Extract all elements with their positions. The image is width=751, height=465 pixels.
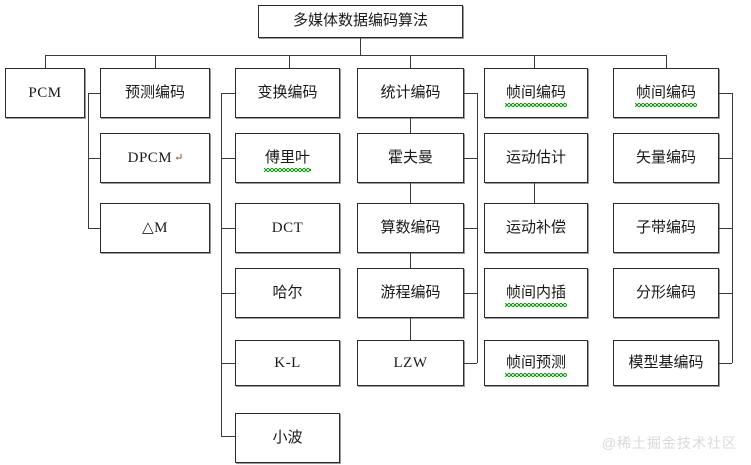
node-vector-coding-label: 矢量编码	[635, 149, 696, 166]
bracket-stub-predictive-1	[88, 93, 100, 94]
connector-stat-2-3	[410, 183, 411, 203]
bracket-transform-coding	[221, 93, 222, 436]
bracket-stub-transform-2	[221, 158, 235, 159]
node-kl: K-L	[235, 340, 340, 386]
node-run-length-coding-label: 游程编码	[380, 284, 441, 301]
node-lzw-label: LZW	[393, 354, 428, 371]
pilcrow-icon: ↵	[174, 151, 184, 164]
bracket-stub-b-3	[719, 228, 732, 229]
node-model-based-coding: 模型基编码	[613, 340, 719, 386]
node-dpcm-label: DPCM	[127, 149, 173, 166]
node-run-length-coding: 游程编码	[357, 268, 464, 318]
node-pcm: PCM	[5, 68, 85, 118]
node-pcm-label: PCM	[28, 84, 62, 101]
connector-drop-col2	[155, 55, 156, 68]
node-fourier-label: 傅里叶	[263, 149, 312, 172]
node-arithmetic-coding-label: 算数编码	[380, 219, 441, 236]
node-subband-coding: 子带编码	[613, 203, 719, 253]
node-root-label: 多媒体数据编码算法	[292, 13, 428, 29]
watermark: @稀土掘金技术社区	[601, 435, 737, 451]
node-delta-m: △M	[100, 203, 210, 253]
connector-top-bus	[45, 55, 666, 56]
connector-stat-3-4	[410, 253, 411, 268]
bracket-stub-stat-2	[464, 158, 477, 159]
connector-drop-col6	[666, 55, 667, 68]
bracket-stub-transform-6	[221, 436, 235, 437]
node-huffman: 霍夫曼	[357, 133, 464, 183]
node-motion-compensation: 运动补偿	[484, 203, 588, 253]
bracket-stub-transform-1	[221, 93, 235, 94]
node-statistical-coding-label: 统计编码	[380, 84, 441, 101]
connector-root-drop	[360, 38, 361, 55]
node-haar: 哈尔	[235, 268, 340, 318]
node-huffman-label: 霍夫曼	[387, 149, 433, 166]
node-lzw: LZW	[357, 340, 464, 386]
bracket-stub-b-1	[719, 93, 732, 94]
connector-motion-est-comp	[534, 183, 535, 203]
node-subband-coding-label: 子带编码	[635, 219, 696, 236]
node-predictive-coding-label: 预测编码	[124, 84, 185, 101]
bracket-stub-predictive-3	[88, 228, 100, 229]
bracket-stub-predictive-2	[88, 158, 100, 159]
node-dpcm: DPCM↵	[100, 133, 210, 183]
node-interframe-prediction: 帧间预测	[484, 340, 588, 386]
bracket-stub-stat-4	[464, 293, 477, 294]
node-dct: DCT	[235, 203, 340, 253]
node-statistical-coding: 统计编码	[357, 68, 464, 118]
node-motion-estimation: 运动估计	[484, 133, 588, 183]
connector-stat-1-2	[410, 118, 411, 133]
node-model-based-coding-label: 模型基编码	[628, 354, 704, 371]
connector-drop-col1	[45, 55, 46, 68]
node-fractal-coding-label: 分形编码	[635, 284, 696, 301]
node-fourier: 傅里叶	[235, 133, 340, 183]
node-vector-coding: 矢量编码	[613, 133, 719, 183]
node-kl-label: K-L	[274, 354, 301, 371]
node-frame-interpolation: 帧间内插	[484, 268, 588, 318]
node-interframe-coding-b: 帧间编码	[613, 68, 719, 118]
node-wavelet: 小波	[235, 413, 340, 463]
node-wavelet-label: 小波	[272, 429, 303, 446]
connector-drop-col4	[410, 55, 411, 68]
node-delta-m-label: △M	[142, 219, 168, 236]
bracket-stub-stat-1	[464, 93, 477, 94]
connector-drop-col5	[534, 55, 535, 68]
node-frame-interpolation-label: 帧间内插	[504, 284, 568, 307]
node-interframe-prediction-label: 帧间预测	[504, 354, 568, 377]
node-interframe-coding-a: 帧间编码	[484, 68, 588, 118]
bracket-interframe-coding-b	[732, 93, 733, 363]
bracket-stub-stat-5	[464, 363, 477, 364]
bracket-predictive-coding	[88, 93, 89, 228]
bracket-stub-transform-4	[221, 293, 235, 294]
bracket-stub-b-2	[719, 158, 732, 159]
bracket-stub-b-5	[719, 363, 732, 364]
node-dct-label: DCT	[271, 219, 304, 236]
bracket-stub-transform-3	[221, 228, 235, 229]
node-transform-coding: 变换编码	[235, 68, 340, 118]
node-motion-compensation-label: 运动补偿	[505, 219, 566, 236]
node-arithmetic-coding: 算数编码	[357, 203, 464, 253]
node-haar-label: 哈尔	[272, 284, 303, 301]
node-root: 多媒体数据编码算法	[258, 5, 463, 38]
node-predictive-coding: 预测编码	[100, 68, 210, 118]
node-transform-coding-label: 变换编码	[257, 84, 318, 101]
bracket-stub-b-4	[719, 293, 732, 294]
connector-stat-4-5	[410, 318, 411, 340]
bracket-stub-stat-3	[464, 228, 477, 229]
node-interframe-coding-a-label: 帧间编码	[504, 84, 568, 107]
bracket-statistical-coding	[477, 93, 478, 363]
connector-drop-col3	[289, 55, 290, 68]
node-motion-estimation-label: 运动估计	[505, 149, 566, 166]
node-interframe-coding-b-label: 帧间编码	[634, 84, 698, 107]
bracket-stub-transform-5	[221, 363, 235, 364]
node-fractal-coding: 分形编码	[613, 268, 719, 318]
